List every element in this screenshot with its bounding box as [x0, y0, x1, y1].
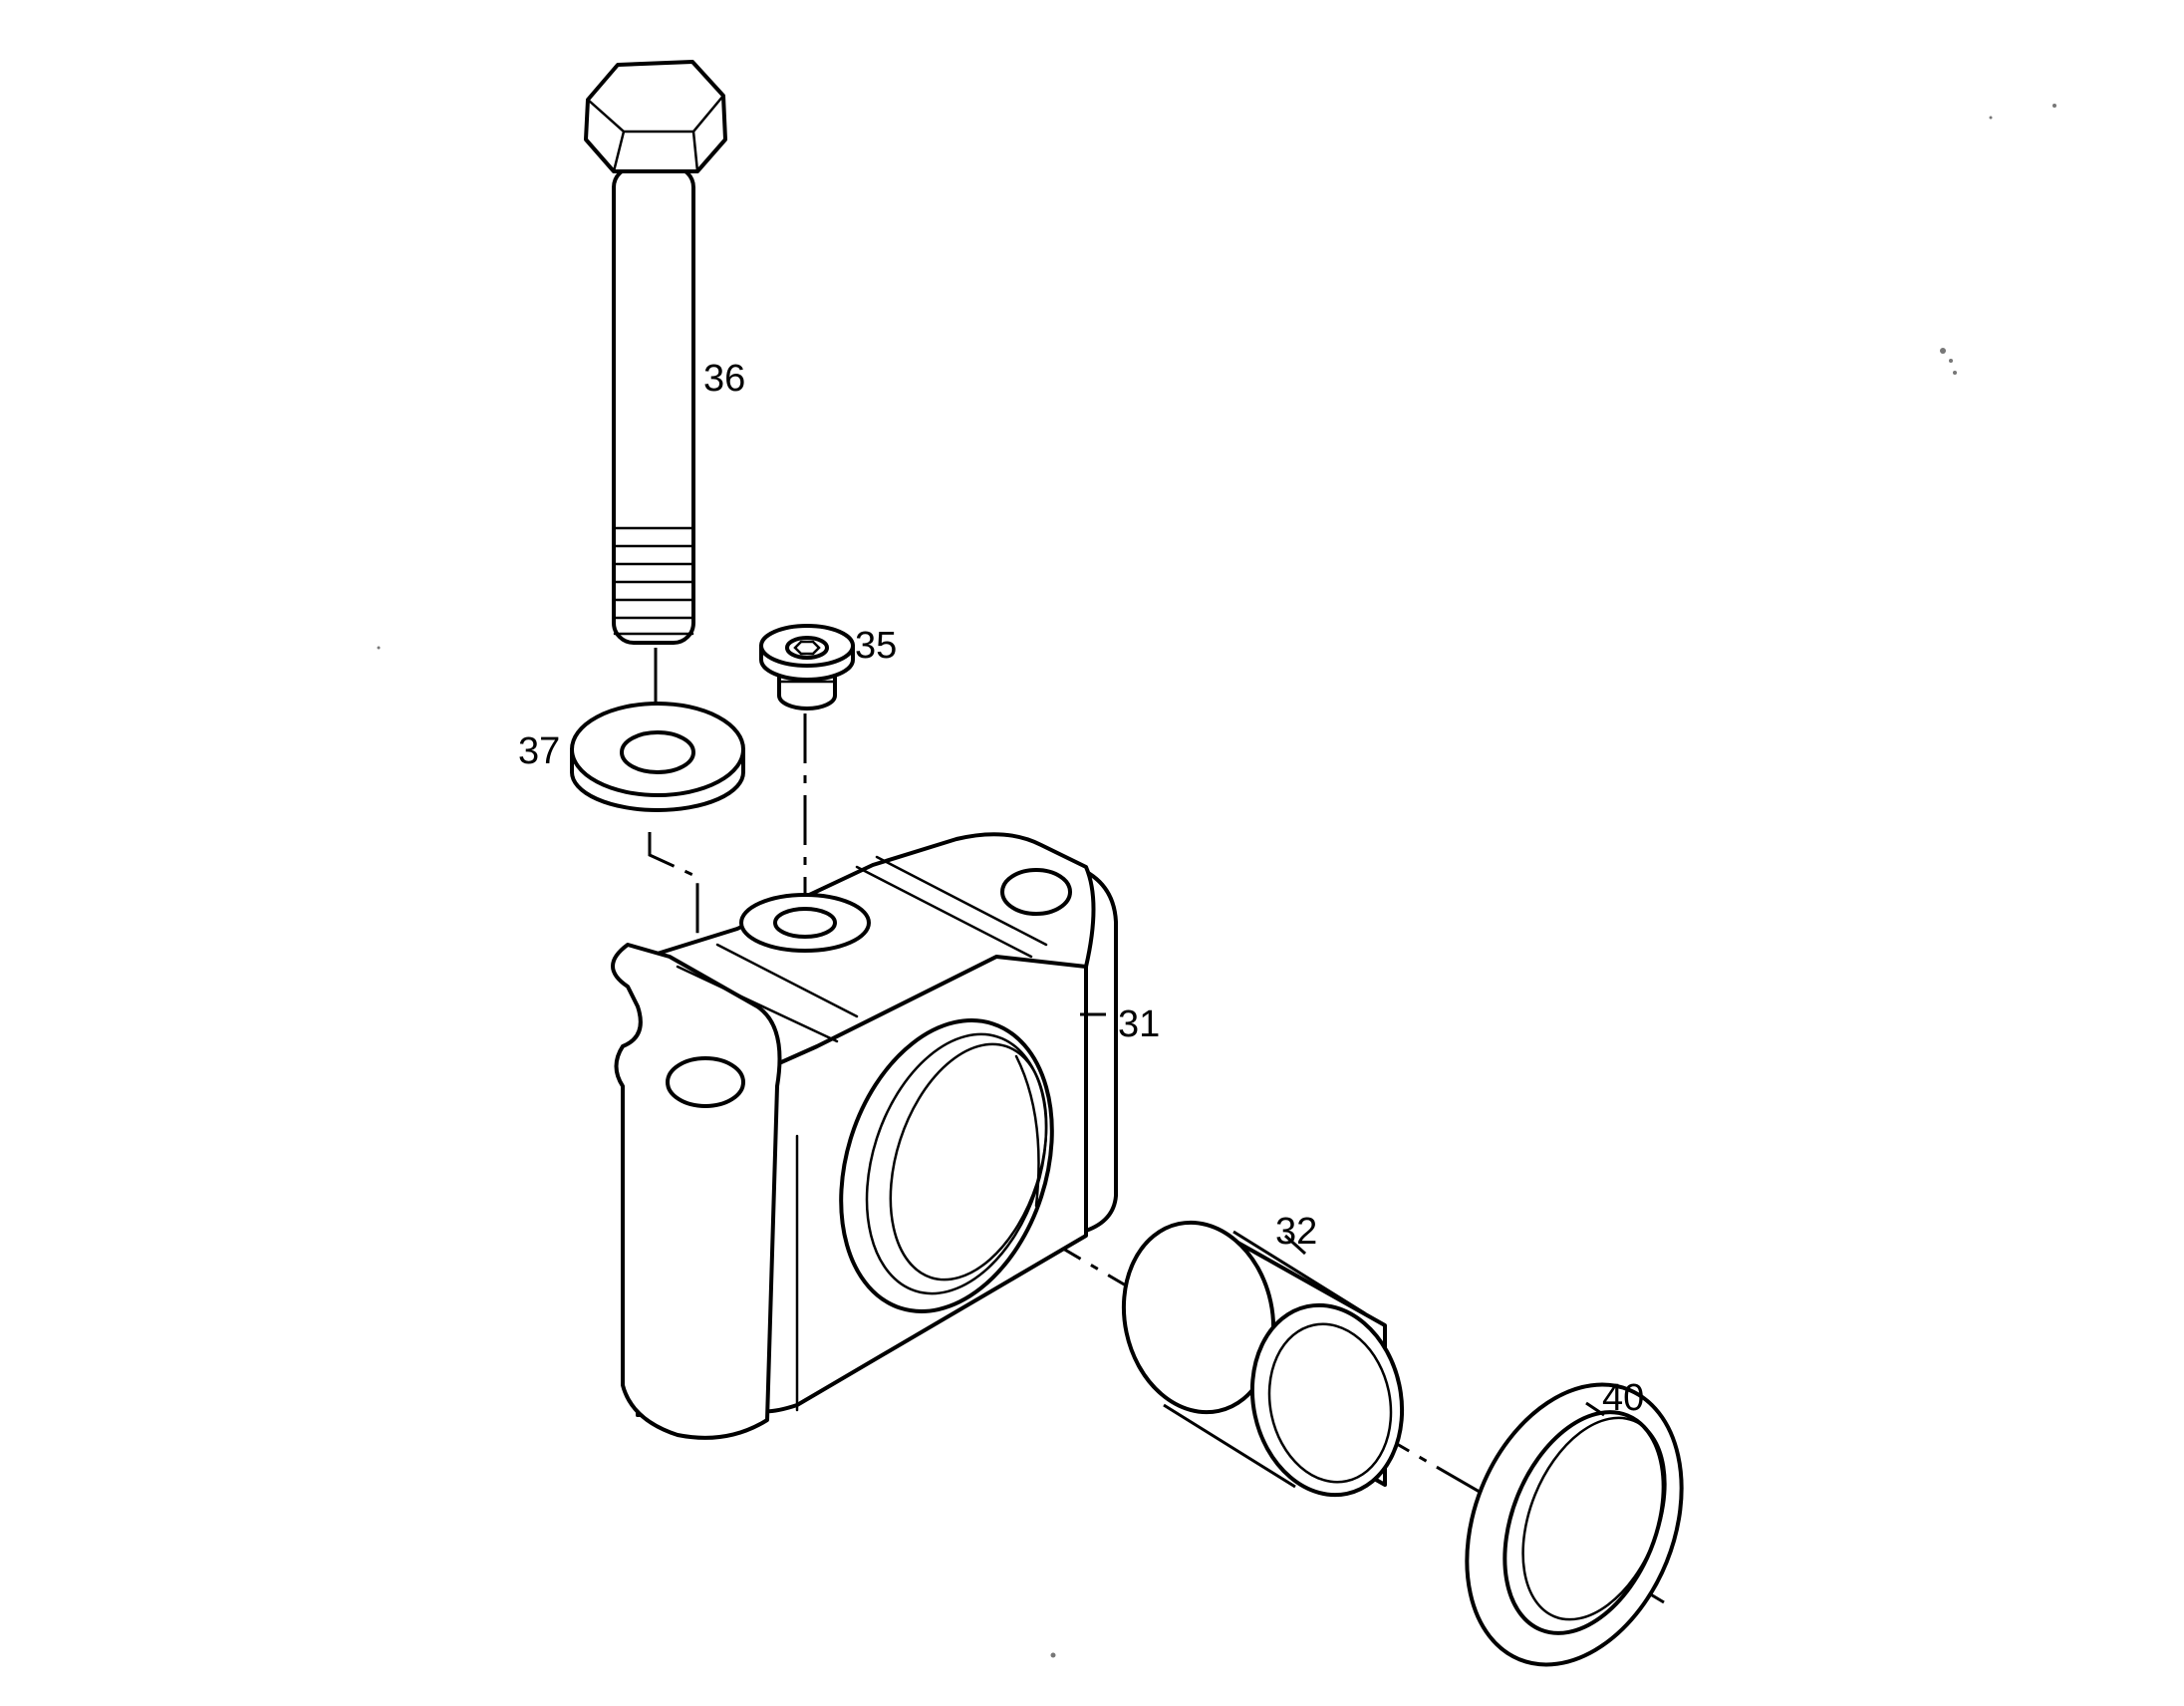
part-35-screw-plug: [759, 624, 855, 711]
part-31-bearing-housing: [611, 832, 1118, 1440]
callout-leaders: [1080, 1012, 1605, 1417]
callout-35: 35: [855, 625, 897, 667]
callout-37: 37: [518, 730, 560, 772]
scan-specks: [377, 104, 2056, 1658]
part-37-washer: [570, 702, 745, 812]
callout-31: 31: [1118, 1003, 1160, 1045]
callout-40: 40: [1602, 1377, 1644, 1419]
callout-36: 36: [703, 358, 745, 400]
bolt-threads: [613, 526, 694, 636]
callout-labels: 36 35 37 31 32 40: [518, 358, 1644, 1419]
part-40-seal-ring: [1465, 1382, 1684, 1667]
part-32-bushing: [1121, 1220, 1405, 1498]
part-36-hex-bolt: [584, 60, 727, 645]
callout-32: 32: [1275, 1211, 1317, 1253]
